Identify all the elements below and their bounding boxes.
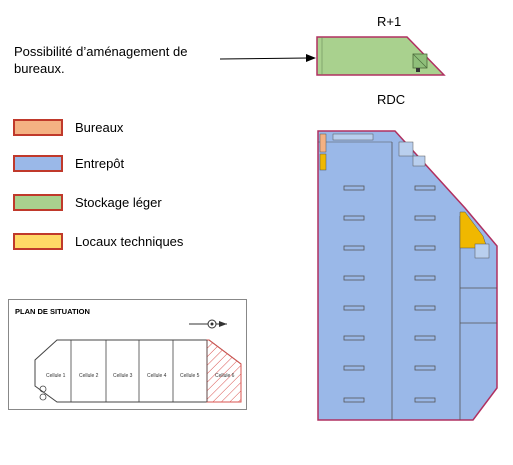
annotation-arrow [219, 54, 316, 62]
cell-label: Cellule 5 [180, 373, 200, 379]
compass-icon [189, 319, 227, 329]
legend-swatch-storage [13, 194, 63, 211]
floor-plan-upper [316, 36, 446, 76]
cell-label: Cellule 4 [147, 373, 167, 379]
level-label-upper: R+1 [377, 14, 402, 29]
floor-plan-ground [317, 130, 498, 421]
legend-label-offices: Bureaux [75, 120, 124, 135]
legend-label-storage: Stockage léger [75, 195, 162, 210]
cell-label: Cellule 2 [79, 373, 99, 379]
office-room [319, 133, 327, 153]
cell-label-highlighted: Cellule 6 [215, 373, 235, 379]
cell-label: Cellule 3 [113, 373, 133, 379]
situation-plan: PLAN DE SITUATION Cellule 1 [8, 299, 247, 410]
situation-plan-title: PLAN DE SITUATION [15, 307, 90, 316]
level-label-ground: RDC [377, 92, 406, 107]
legend-swatch-offices [13, 119, 63, 136]
legend-swatch-warehouse [13, 155, 63, 172]
situation-plan-drawing: Cellule 1 Cellule 2 Cellule 3 Cellule 4 … [34, 319, 242, 403]
legend-swatch-technical [13, 233, 63, 250]
cell-label: Cellule 1 [46, 373, 66, 379]
legend-label-warehouse: Entrepôt [75, 156, 125, 171]
legend-label-technical: Locaux techniques [75, 234, 184, 249]
annotation-note: Possibilité d’aménagement de bureaux. [14, 44, 188, 76]
